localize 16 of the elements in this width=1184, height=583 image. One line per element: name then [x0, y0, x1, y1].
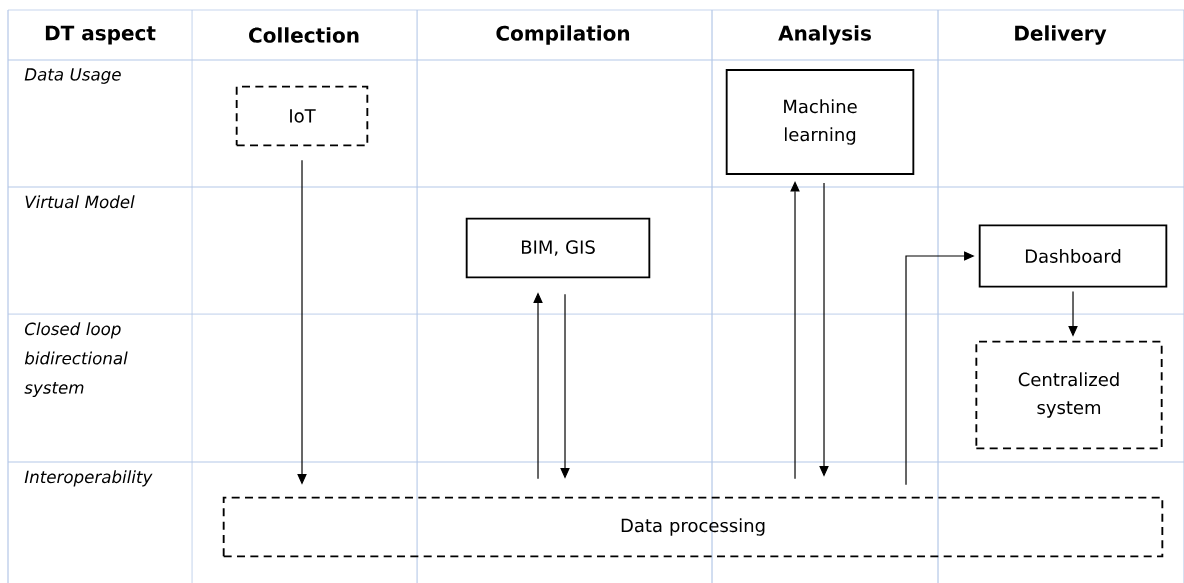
process-box: Centralized system: [975, 340, 1163, 450]
column-header: DT aspect: [45, 25, 156, 45]
column-header: Collection: [249, 27, 359, 43]
row-label: Virtual Model: [25, 195, 135, 209]
process-box: Machine learning: [725, 69, 915, 175]
process-box: Data processing: [222, 496, 1164, 558]
arrow: [790, 181, 800, 480]
process-box: Dashboard: [978, 224, 1168, 288]
process-box: BIM, GIS: [465, 217, 651, 279]
column-header: Delivery: [1015, 25, 1107, 45]
process-box: IoT: [235, 85, 369, 147]
row-label: Interoperability: [24, 470, 153, 487]
column-header: Compilation: [496, 25, 630, 45]
row-label: Data Usage: [24, 68, 121, 84]
row-label: Closed loop bidirectional system: [24, 322, 128, 398]
column-header: Analysis: [778, 25, 871, 45]
